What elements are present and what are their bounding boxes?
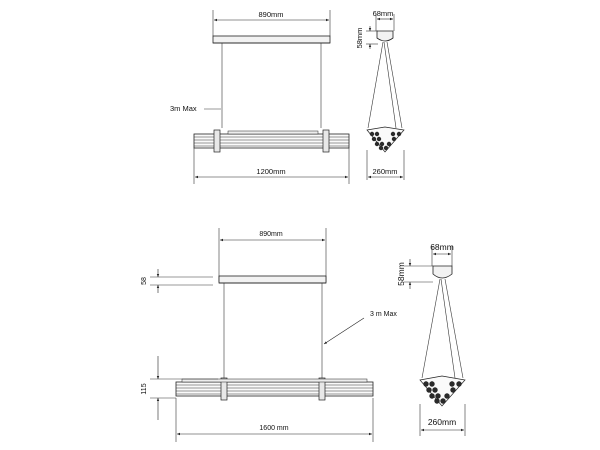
suspension-cable-left [367,41,384,129]
luminaire-cross-section [419,375,466,407]
body-length-label: 1600 mm [259,425,288,432]
suspension-cable-inner [383,41,397,129]
body-clamp-right [322,129,330,153]
canopy-width-label: 68mm [373,9,394,18]
luminaire-cross-section [366,126,405,153]
body-length-label: 1200mm [256,167,285,176]
cable-length-label: 3 m Max [370,311,397,318]
top-side-view: 68mm 58mm [355,9,405,180]
body-height-label: 115 [141,383,148,394]
ceiling-canopy [432,265,453,279]
bottom-front-view: 890mm 58 3 m Max 115 [141,228,397,442]
luminaire-body [193,129,350,153]
canopy-width-label: 890mm [259,231,283,238]
canopy-height-label: 58mm [396,262,406,286]
bottom-side-view: 68mm 58mm [396,242,466,436]
ceiling-canopy [376,30,394,42]
cable-length-label: 3m Max [170,104,197,113]
body-width-label: 260mm [428,417,456,427]
ceiling-canopy [218,275,327,284]
canopy-height-label: 58 [141,277,148,285]
cable-length-leader [323,317,365,345]
top-front-view: 890mm 3m Max 1200mm [170,10,350,184]
luminaire-body [175,377,374,401]
body-clamp-right [318,377,326,401]
suspension-cable-left [421,278,441,379]
suspension-cable-right [386,41,403,129]
ceiling-canopy [212,35,331,44]
suspension-cable-inner [440,278,456,379]
canopy-width-label: 890mm [258,10,283,19]
body-clamp-left [220,377,228,401]
canopy-width-label: 68mm [430,242,454,252]
canopy-height-label: 58mm [355,28,364,49]
suspension-cable-right [444,278,464,379]
body-clamp-left [213,129,221,153]
body-width-label: 260mm [372,167,397,176]
